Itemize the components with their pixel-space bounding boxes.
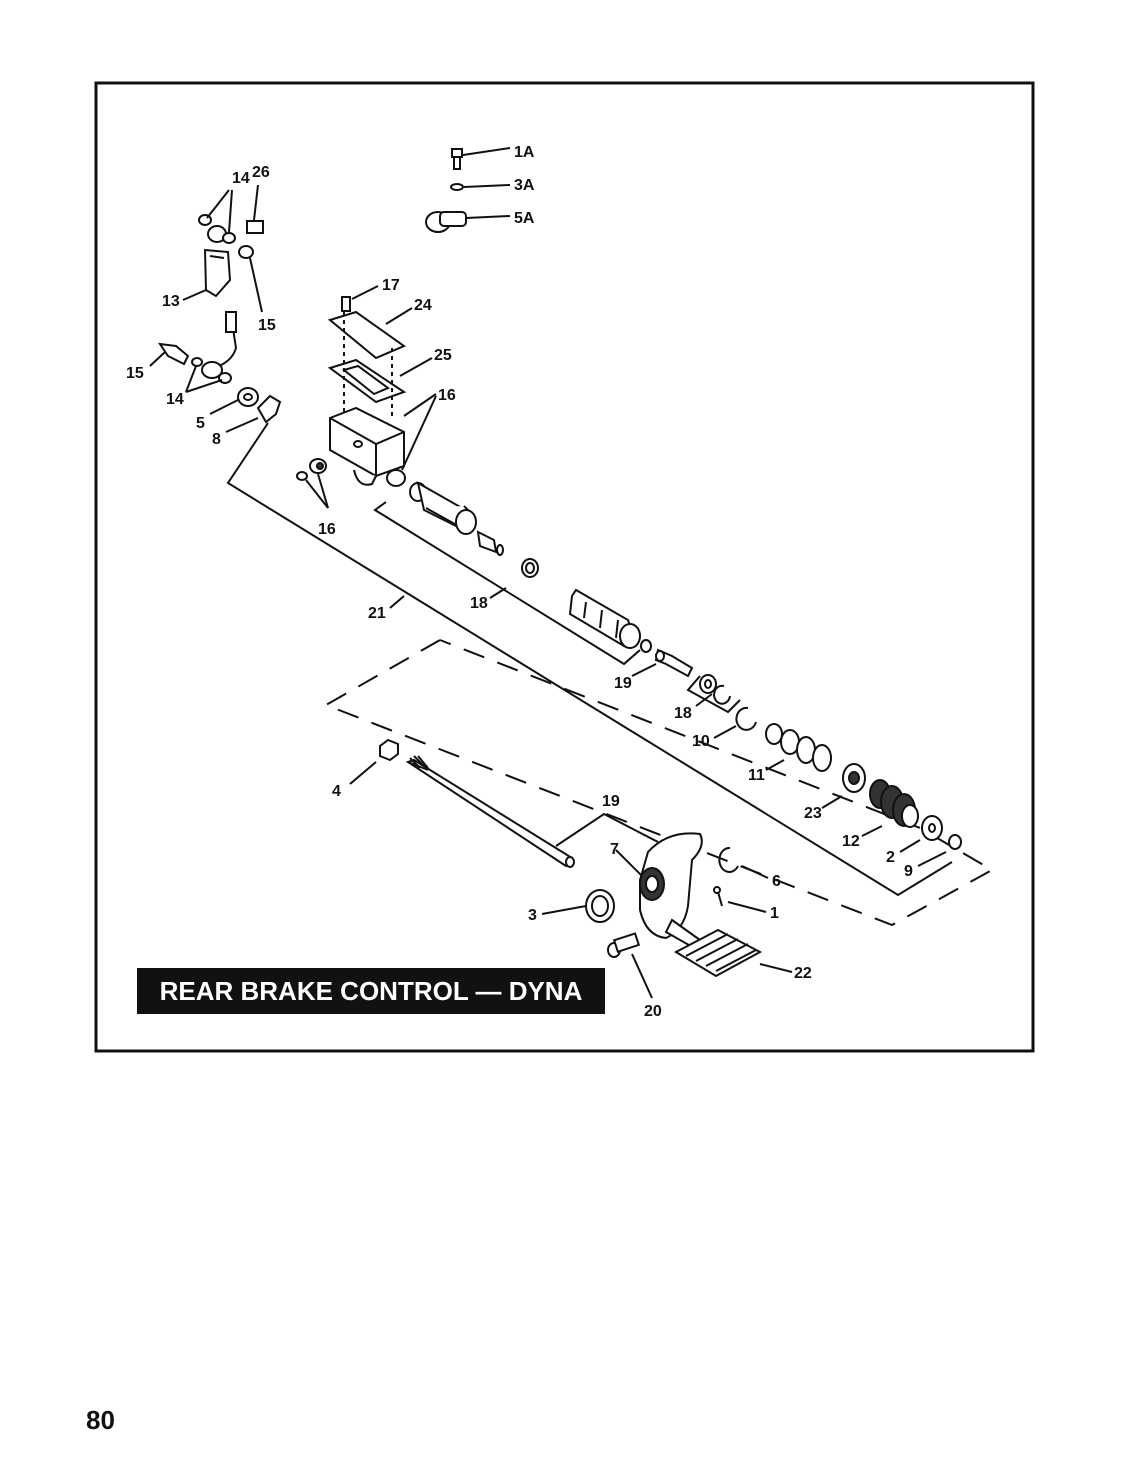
brake-pedal-lever	[615, 832, 703, 950]
callout-6: 6	[772, 873, 781, 890]
piston-fitting	[409, 481, 477, 535]
washer-23	[821, 763, 866, 809]
pushrod-end-19	[631, 648, 694, 678]
diagram-frame	[94, 81, 1035, 1053]
nut-4	[349, 738, 399, 785]
brake-line-lower	[191, 311, 238, 384]
leader-13	[182, 289, 207, 301]
callout-5: 5	[196, 415, 205, 432]
boot-retainer-18b	[699, 674, 731, 705]
leader-18-b	[695, 693, 713, 707]
cup-seal	[521, 558, 539, 578]
spring-small	[476, 530, 504, 556]
gasket-25	[327, 357, 433, 404]
callout-24: 24	[414, 297, 432, 314]
boot-12	[861, 779, 919, 837]
callout-1a: 1A	[514, 144, 535, 161]
callout-23: 23	[804, 805, 822, 822]
diagram-title: REAR BRAKE CONTROL — DYNA	[160, 976, 583, 1006]
callout-13: 13	[162, 293, 180, 310]
lockplate-8	[225, 394, 282, 433]
bleeder-16	[296, 458, 329, 509]
title-banner	[137, 968, 605, 1014]
leader-21	[389, 595, 405, 609]
callout-3a: 3A	[514, 177, 535, 194]
nut-9	[917, 834, 962, 867]
callout-15-lower: 15	[126, 365, 144, 382]
pushrod	[405, 755, 575, 868]
banjo-fitting-upper	[198, 214, 236, 298]
nut-5	[209, 387, 259, 415]
spring-11	[765, 723, 832, 772]
callout-22: 22	[794, 965, 812, 982]
callout-17: 17	[382, 277, 400, 294]
callout-2: 2	[886, 849, 895, 866]
callout-15-upper: 15	[258, 317, 276, 334]
washer-3a	[450, 183, 511, 191]
leader-19-b	[555, 812, 659, 847]
leader-14-b	[228, 189, 233, 233]
master-cylinder-body	[329, 406, 406, 487]
callout-8: 8	[212, 431, 221, 448]
brake-switch-26	[246, 184, 264, 234]
banjo-bolt-15-upper	[238, 245, 263, 313]
callout-7: 7	[610, 841, 619, 858]
callout-18-upper: 18	[470, 595, 488, 612]
page-number: 80	[86, 1405, 115, 1435]
callout-25: 25	[434, 347, 452, 364]
banjo-bolt-15-lower	[149, 342, 190, 367]
washer-2	[899, 815, 943, 853]
retaining-ring-10	[713, 706, 757, 739]
leader-16-b	[401, 395, 437, 471]
callout-19-upper: 19	[614, 675, 632, 692]
callout-10: 10	[692, 733, 710, 750]
screw-17	[341, 285, 379, 312]
piston-assembly	[568, 588, 641, 649]
leader-14-d	[185, 379, 223, 393]
callout-19-lower: 19	[602, 793, 620, 810]
callout-4: 4	[332, 783, 341, 800]
leader-18-a	[489, 587, 507, 599]
assembly-bracket-21	[226, 422, 953, 897]
callout-3: 3	[528, 907, 537, 924]
clevis-pin-20	[607, 932, 653, 999]
callout-18-lower: 18	[674, 705, 692, 722]
leader-14-c	[185, 365, 197, 393]
assembly-bracket-18	[373, 501, 641, 666]
callout-21: 21	[368, 605, 386, 622]
bushing-3	[541, 889, 615, 923]
clamp-5a	[425, 211, 511, 233]
cover-24	[327, 307, 413, 360]
pedal-pad-22	[673, 928, 793, 978]
callout-9: 9	[904, 863, 913, 880]
callout-11: 11	[748, 767, 765, 784]
callout-1: 1	[770, 905, 779, 922]
bolt-1a	[451, 147, 511, 170]
callout-16-upper: 16	[438, 387, 456, 404]
callout-5a: 5A	[514, 210, 535, 227]
leader-16-a	[403, 393, 437, 417]
callout-20: 20	[644, 1003, 662, 1020]
callout-12: 12	[842, 833, 860, 850]
retaining-ring-6	[718, 846, 769, 879]
assembly-bracket-18b	[686, 675, 741, 714]
leader-14-a	[206, 189, 230, 219]
callout-14-top: 14	[232, 170, 250, 187]
callout-16-lower: 16	[318, 521, 336, 538]
o-ring-small	[640, 639, 652, 653]
callout-14-lower: 14	[166, 391, 184, 408]
callout-26: 26	[252, 164, 270, 181]
cotter-pin-1	[713, 886, 767, 913]
